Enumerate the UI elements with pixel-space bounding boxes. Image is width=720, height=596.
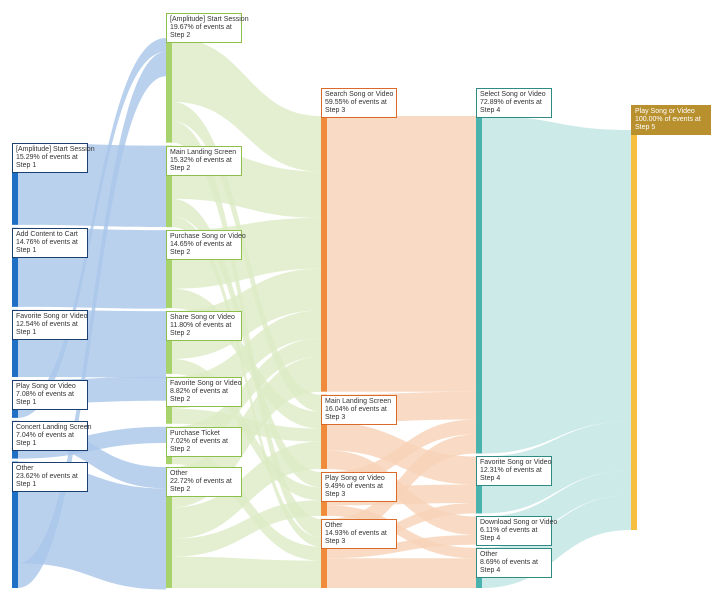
node-bar[interactable] xyxy=(321,116,327,392)
node-name: Play Song or Video xyxy=(325,474,385,482)
node-name: Other xyxy=(325,521,343,529)
flow-link[interactable] xyxy=(327,558,476,588)
node-bar[interactable] xyxy=(166,311,172,374)
node-name: Concert Landing Screen xyxy=(16,423,92,431)
node-percent: 19.67% of events at Step 2 xyxy=(170,24,232,39)
node-percent: 16.04% of events at Step 3 xyxy=(325,405,387,421)
flow-link[interactable] xyxy=(172,441,321,539)
flow-link[interactable] xyxy=(327,116,476,392)
node-percent: 14.65% of events at Step 2 xyxy=(170,241,232,257)
flow-link[interactable] xyxy=(327,434,476,538)
node-name: Purchase Ticket xyxy=(170,429,220,437)
node-percent: 12.31% of events at Step 4 xyxy=(480,467,542,483)
node-name: Play Song or Video xyxy=(16,382,76,390)
node-percent: 22.72% of events at Step 2 xyxy=(170,478,232,494)
flow-link[interactable] xyxy=(327,534,476,559)
node-percent: 8.82% of events at Step 2 xyxy=(170,387,228,403)
node-name: Main Landing Screen xyxy=(170,148,237,156)
node-name: Other xyxy=(16,464,34,472)
node-name: Search Song or Video xyxy=(325,91,394,98)
node-name: Download Song or Video xyxy=(480,519,558,527)
node-bar[interactable] xyxy=(12,309,18,377)
flow-link[interactable] xyxy=(172,500,321,557)
node-name: Share Song or Video xyxy=(170,314,235,322)
node-percent: 14.93% of events at Step 3 xyxy=(325,529,387,545)
flow-link[interactable] xyxy=(18,51,166,589)
flow-link[interactable] xyxy=(482,116,631,454)
flow-link[interactable] xyxy=(172,448,321,561)
flow-link[interactable] xyxy=(172,556,321,589)
node-name: Other xyxy=(170,470,188,478)
node-percent: 14.76% of events at Step 1 xyxy=(16,238,78,254)
node-name: Add Content to Cart xyxy=(16,230,78,238)
node-percent: 59.55% of events at Step 3 xyxy=(325,99,387,114)
node-name: Purchase Song or Video xyxy=(170,233,246,241)
node-percent: 6.11% of events at Step 4 xyxy=(480,527,538,543)
node-name: Favorite Song or Video xyxy=(480,459,552,467)
flow-link[interactable] xyxy=(482,421,631,514)
node-percent: 9.49% of events at Step 3 xyxy=(325,482,383,498)
node-name: Other xyxy=(480,550,498,558)
node-bar[interactable] xyxy=(166,145,172,228)
node-percent: 11.80% of events at Step 2 xyxy=(170,322,232,338)
node-bar[interactable] xyxy=(12,461,18,588)
node-bar[interactable] xyxy=(166,467,172,588)
node-bar[interactable] xyxy=(12,227,18,307)
flow-link[interactable] xyxy=(172,338,321,449)
node-bar[interactable] xyxy=(321,394,327,469)
node-name: Favorite Song or Video xyxy=(170,379,242,387)
flow-link[interactable] xyxy=(18,38,166,418)
node-name: [Amplitude] Start Session xyxy=(170,16,249,23)
node-bar[interactable] xyxy=(166,230,172,309)
node-percent: 15.29% of events at Step 1 xyxy=(16,154,78,169)
node-percent: 23.62% of events at Step 1 xyxy=(16,472,78,488)
node-name: Favorite Song or Video xyxy=(16,312,88,320)
node-percent: 15.32% of events at Step 2 xyxy=(170,156,232,172)
flow-link[interactable] xyxy=(172,38,321,172)
node-name: Play Song or Video xyxy=(635,108,695,115)
node-bar[interactable] xyxy=(166,38,172,143)
node-name: [Amplitude] Start Session xyxy=(16,146,95,153)
node-percent: 100.00% of events at Step 5 xyxy=(635,116,701,131)
flow-link[interactable] xyxy=(327,419,476,487)
flow-link[interactable] xyxy=(18,461,166,590)
node-name: Select Song or Video xyxy=(480,91,546,98)
node-percent: 8.69% of events at Step 4 xyxy=(480,558,538,574)
flow-link[interactable] xyxy=(172,198,321,488)
node-percent: 7.02% of events at Step 2 xyxy=(170,437,228,453)
node-bar[interactable] xyxy=(631,130,637,530)
flow-link[interactable] xyxy=(172,216,321,547)
node-bar[interactable] xyxy=(476,116,482,454)
node-percent: 7.04% of events at Step 1 xyxy=(16,431,74,447)
node-bar[interactable] xyxy=(12,143,18,225)
node-percent: 7.08% of events at Step 1 xyxy=(16,390,74,406)
node-percent: 72.89% of events at Step 4 xyxy=(480,99,542,114)
node-percent: 12.54% of events at Step 1 xyxy=(16,320,78,336)
node-name: Main Landing Screen xyxy=(325,397,392,405)
node-bar[interactable] xyxy=(321,518,327,588)
